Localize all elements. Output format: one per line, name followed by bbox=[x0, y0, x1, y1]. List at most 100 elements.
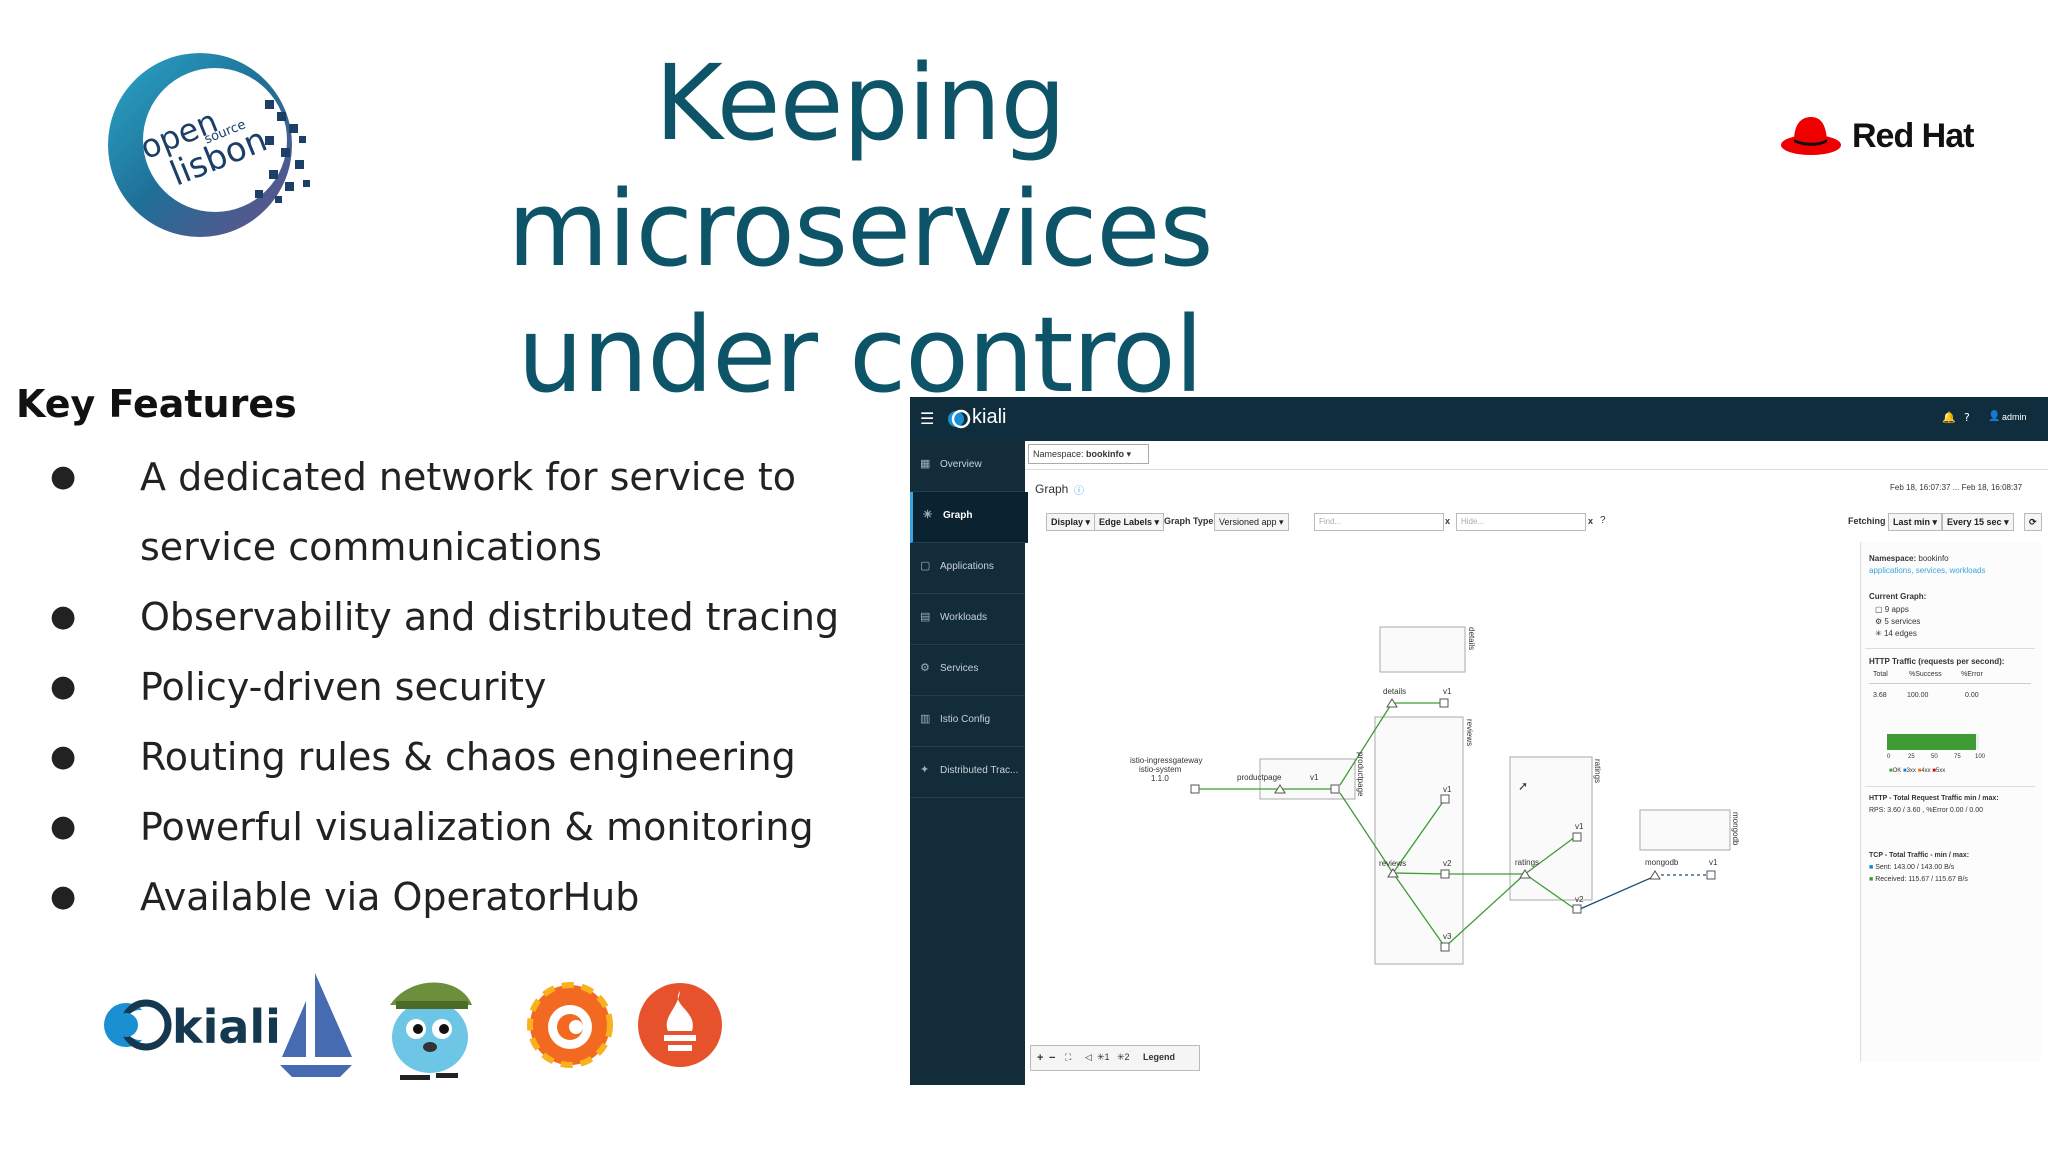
refresh-button[interactable]: ⟳ bbox=[2024, 513, 2042, 531]
hamburger-menu-icon[interactable]: ☰ bbox=[920, 409, 935, 428]
layout1-label: 1 bbox=[1104, 1052, 1110, 1062]
reviews-app-node[interactable] bbox=[1387, 868, 1399, 878]
help-circle-icon[interactable]: ⓘ bbox=[1074, 486, 1084, 497]
mongodb-v1-node[interactable] bbox=[1706, 870, 1716, 880]
edge[interactable] bbox=[1392, 872, 1446, 948]
edge[interactable] bbox=[1524, 836, 1576, 875]
nav-services[interactable]: ⚙Services bbox=[910, 645, 1025, 696]
notification-bell-icon[interactable]: 🔔 bbox=[1942, 411, 1956, 424]
summary-panel: Namespace: bookinfo applications, servic… bbox=[1860, 542, 2041, 1062]
legend-ok: OK bbox=[1892, 768, 1902, 774]
edge[interactable] bbox=[1339, 792, 1394, 874]
bullet-icon: ● bbox=[50, 739, 77, 774]
feature-item: ●A dedicated network for service to serv… bbox=[50, 442, 910, 582]
services-icon: ⚙ bbox=[920, 662, 930, 674]
ratings-box[interactable] bbox=[1509, 756, 1593, 901]
fit-to-screen-icon[interactable]: ⛶ bbox=[1065, 1052, 1072, 1062]
find-clear-button[interactable]: x bbox=[1445, 516, 1451, 526]
edge[interactable] bbox=[1392, 872, 1446, 875]
feature-item: ●Observability and distributed tracing bbox=[50, 582, 910, 652]
graph-find-help-icon[interactable]: ? bbox=[1600, 515, 1606, 526]
mongodb-v1-label: v1 bbox=[1709, 858, 1718, 867]
display-dropdown[interactable]: Display ▾ bbox=[1046, 513, 1096, 531]
reviews-v2-node[interactable] bbox=[1440, 869, 1450, 879]
nav-overview[interactable]: ▦Overview bbox=[910, 441, 1025, 492]
edge[interactable] bbox=[1339, 702, 1393, 786]
istio-logo bbox=[280, 973, 352, 1077]
nav-label: Workloads bbox=[940, 612, 988, 623]
prometheus-logo bbox=[638, 983, 722, 1067]
ratings-label: ratings bbox=[1515, 858, 1539, 867]
namespace-label: Namespace: bbox=[1033, 449, 1084, 459]
gateway-node[interactable] bbox=[1190, 784, 1200, 794]
gateway-version-label: 1.1.0 bbox=[1151, 774, 1169, 783]
panel-links[interactable]: applications, services, workloads bbox=[1869, 566, 1986, 575]
details-app-node[interactable] bbox=[1386, 698, 1398, 708]
reviews-box[interactable] bbox=[1374, 716, 1464, 965]
edge[interactable] bbox=[1444, 873, 1526, 948]
status-legend: ■OK ■3xx ■4xx ■5xx bbox=[1889, 768, 1945, 774]
mongodb-app-node[interactable] bbox=[1649, 870, 1661, 880]
feature-item: ●Available via OperatorHub bbox=[50, 862, 910, 932]
nav-label: Istio Config bbox=[940, 714, 991, 725]
help-icon[interactable]: ? bbox=[1964, 411, 1970, 424]
refresh-interval-dropdown[interactable]: Every 15 sec ▾ bbox=[1942, 513, 2014, 531]
hide-clear-button[interactable]: x bbox=[1588, 516, 1594, 526]
mouse-cursor-icon: ➚ bbox=[1518, 779, 1529, 793]
details-v1-label: v1 bbox=[1443, 687, 1452, 696]
bullet-icon: ● bbox=[50, 459, 77, 494]
fetching-label: Fetching bbox=[1848, 516, 1886, 526]
nav-graph[interactable]: ✳Graph bbox=[910, 492, 1028, 543]
find-input[interactable]: Find... bbox=[1314, 513, 1444, 531]
divider bbox=[1865, 648, 2035, 649]
productpage-v1-node[interactable] bbox=[1330, 784, 1340, 794]
zoom-out-button[interactable]: − bbox=[1049, 1052, 1056, 1064]
edge[interactable] bbox=[1524, 873, 1576, 910]
reviews-v3-node[interactable] bbox=[1440, 942, 1450, 952]
duration-dropdown[interactable]: Last min ▾ bbox=[1888, 513, 1943, 531]
ratings-v2-node[interactable] bbox=[1572, 904, 1582, 914]
feature-text: Available via OperatorHub bbox=[140, 875, 640, 919]
edge[interactable] bbox=[1392, 798, 1446, 874]
ratings-v1-node[interactable] bbox=[1572, 832, 1582, 842]
feature-text: Observability and distributed tracing bbox=[140, 595, 840, 639]
layout1-button[interactable]: ✳1 bbox=[1097, 1052, 1110, 1062]
slide-title-line1: Keeping microservices bbox=[507, 42, 1213, 290]
mongodb-group-label: mongodb bbox=[1731, 812, 1740, 846]
productpage-app-node[interactable] bbox=[1274, 784, 1286, 794]
nav-label: Applications bbox=[940, 561, 994, 572]
kiali-logo-text: kiali bbox=[172, 1000, 281, 1054]
zoom-in-button[interactable]: + bbox=[1037, 1052, 1044, 1064]
layout-default-icon[interactable]: ◁ bbox=[1085, 1052, 1092, 1062]
details-box[interactable] bbox=[1379, 626, 1466, 673]
productpage-v1-label: v1 bbox=[1310, 773, 1319, 782]
4xx-swatch-icon: ■ bbox=[1917, 768, 1922, 774]
namespace-selector[interactable]: Namespace: bookinfo ▾ bbox=[1028, 444, 1149, 464]
nav-workloads[interactable]: ▤Workloads bbox=[910, 594, 1025, 645]
tracing-icon: ✦ bbox=[920, 764, 930, 776]
sent-swatch-icon: ■ bbox=[1869, 864, 1874, 871]
reviews-label: reviews bbox=[1379, 859, 1406, 868]
user-menu[interactable]: admin bbox=[2002, 412, 2027, 422]
productpage-group-label: productpage bbox=[1356, 752, 1365, 797]
graph-type-dropdown[interactable]: Versioned app ▾ bbox=[1214, 513, 1289, 531]
tick-label: 100 bbox=[1975, 754, 1986, 760]
nav-applications[interactable]: ▢Applications bbox=[910, 543, 1025, 594]
kiali-brand[interactable]: kiali bbox=[972, 406, 1007, 428]
tcp-title: TCP - Total Traffic - min / max: bbox=[1869, 852, 1970, 859]
nav-distributed-tracing[interactable]: ✦Distributed Trac... bbox=[910, 747, 1025, 798]
overview-icon: ▦ bbox=[920, 458, 931, 470]
reviews-v1-node[interactable] bbox=[1440, 794, 1450, 804]
mongodb-box[interactable] bbox=[1639, 809, 1731, 851]
jaeger-logo bbox=[390, 982, 472, 1080]
legend-button[interactable]: Legend bbox=[1143, 1052, 1176, 1062]
hide-input[interactable]: Hide... bbox=[1456, 513, 1586, 531]
ratings-app-node[interactable] bbox=[1519, 869, 1531, 879]
mongodb-label: mongodb bbox=[1645, 858, 1679, 867]
edge-labels-dropdown[interactable]: Edge Labels ▾ bbox=[1094, 513, 1165, 531]
edge[interactable] bbox=[1579, 876, 1654, 910]
nav-istio-config[interactable]: ▥Istio Config bbox=[910, 696, 1025, 747]
details-v1-node[interactable] bbox=[1439, 698, 1449, 708]
layout2-button[interactable]: ✳2 bbox=[1117, 1052, 1130, 1062]
http-traffic-title: HTTP Traffic (requests per second): bbox=[1869, 657, 2005, 666]
